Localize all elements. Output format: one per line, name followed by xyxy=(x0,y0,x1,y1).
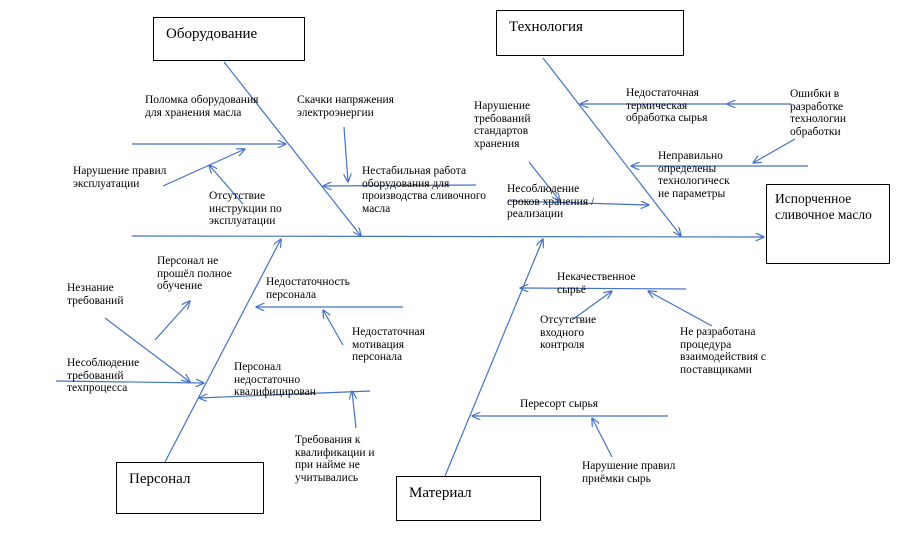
category-box-equipment: Оборудование xyxy=(153,17,305,61)
cause-ignorance-requirements: Незнание требований xyxy=(67,282,124,307)
arrow-hiring-requirements xyxy=(352,391,356,429)
cause-undefined-params: Неправильно определены технологическ ие … xyxy=(658,150,730,200)
cause-poor-raw-material: Некачественное сырьё xyxy=(557,271,636,296)
arrow-operation-violation xyxy=(162,149,245,187)
category-label-material: Материал xyxy=(409,485,472,501)
effect-box: Испорченное сливочное масло xyxy=(766,184,890,264)
bone-equipment xyxy=(223,61,361,236)
arrow-no-input-control xyxy=(571,291,612,321)
cause-raw-regrading: Пересорт сырья xyxy=(520,398,599,410)
cause-operation-violation: Нарушение правил эксплуатации xyxy=(73,165,167,190)
bone-material xyxy=(444,239,543,477)
cause-no-instructions: Отсутствие инструкции по эксплуатации xyxy=(209,190,282,227)
cause-no-full-training: Персонал не прошёл полное обучение xyxy=(157,255,232,292)
effect-label: Испорченное сливочное масло xyxy=(775,191,872,222)
category-box-personnel: Персонал xyxy=(116,462,264,514)
arrow-process-noncompliance xyxy=(55,381,204,383)
arrow-storage-terms xyxy=(507,200,649,205)
cause-low-qualification: Персонал недостаточно квалифицирован xyxy=(234,361,316,398)
category-label-personnel: Персонал xyxy=(129,471,191,487)
category-box-material: Материал xyxy=(396,476,541,521)
cause-no-supplier-procedure: Не разработана процедура взаимодействия … xyxy=(680,326,767,376)
cause-process-noncompliance: Несоблюдение требований техпроцесса xyxy=(67,357,140,394)
arrow-storage-standards xyxy=(528,161,560,201)
arrow-low-qualification xyxy=(199,390,371,398)
arrow-poor-raw-material xyxy=(520,288,687,289)
cause-unstable-operation: Нестабильная работа оборудования для про… xyxy=(362,165,487,215)
cause-hiring-requirements: Требования к квалификации и при найме не… xyxy=(295,434,375,484)
cause-no-input-control: Отсутствие входного контроля xyxy=(540,314,597,351)
spine-arrow xyxy=(131,236,764,237)
arrow-unstable-operation xyxy=(323,185,477,186)
cause-equipment-breakdown: Поломка оборудования для хранения масла xyxy=(145,94,259,119)
cause-insufficient-heat-treatment: Недостаточная термическая обработка сырь… xyxy=(626,87,708,124)
arrow-no-supplier-procedure xyxy=(648,291,713,327)
category-label-equipment: Оборудование xyxy=(166,26,258,42)
bone-technology xyxy=(542,57,681,236)
cause-low-motivation: Недостаточная мотивация персонала xyxy=(352,326,425,363)
category-box-technology: Технология xyxy=(496,10,684,56)
cause-storage-standards-violation: Нарушение требований стандартов хранения xyxy=(474,100,531,150)
cause-voltage-surges: Скачки напряжения электроэнергии xyxy=(297,94,394,119)
arrow-tech-errors-to-params xyxy=(753,138,796,163)
arrow-ignorance xyxy=(104,317,190,382)
cause-tech-design-errors: Ошибки в разработке технологии обработки xyxy=(790,88,846,138)
category-label-technology: Технология xyxy=(509,19,583,35)
arrow-no-instructions xyxy=(209,165,244,205)
arrow-low-motivation xyxy=(323,310,344,346)
cause-staff-shortage: Недостаточность персонала xyxy=(266,276,350,301)
arrow-voltage-surges xyxy=(344,126,348,182)
cause-acceptance-violation: Нарушение правил приёмки сырь xyxy=(582,460,676,485)
arrow-acceptance-violation xyxy=(592,418,613,458)
arrow-no-full-training xyxy=(154,301,190,341)
cause-storage-terms-violation: Несоблюдение сроков хранения / реализаци… xyxy=(507,183,595,220)
bone-personnel xyxy=(164,239,281,463)
